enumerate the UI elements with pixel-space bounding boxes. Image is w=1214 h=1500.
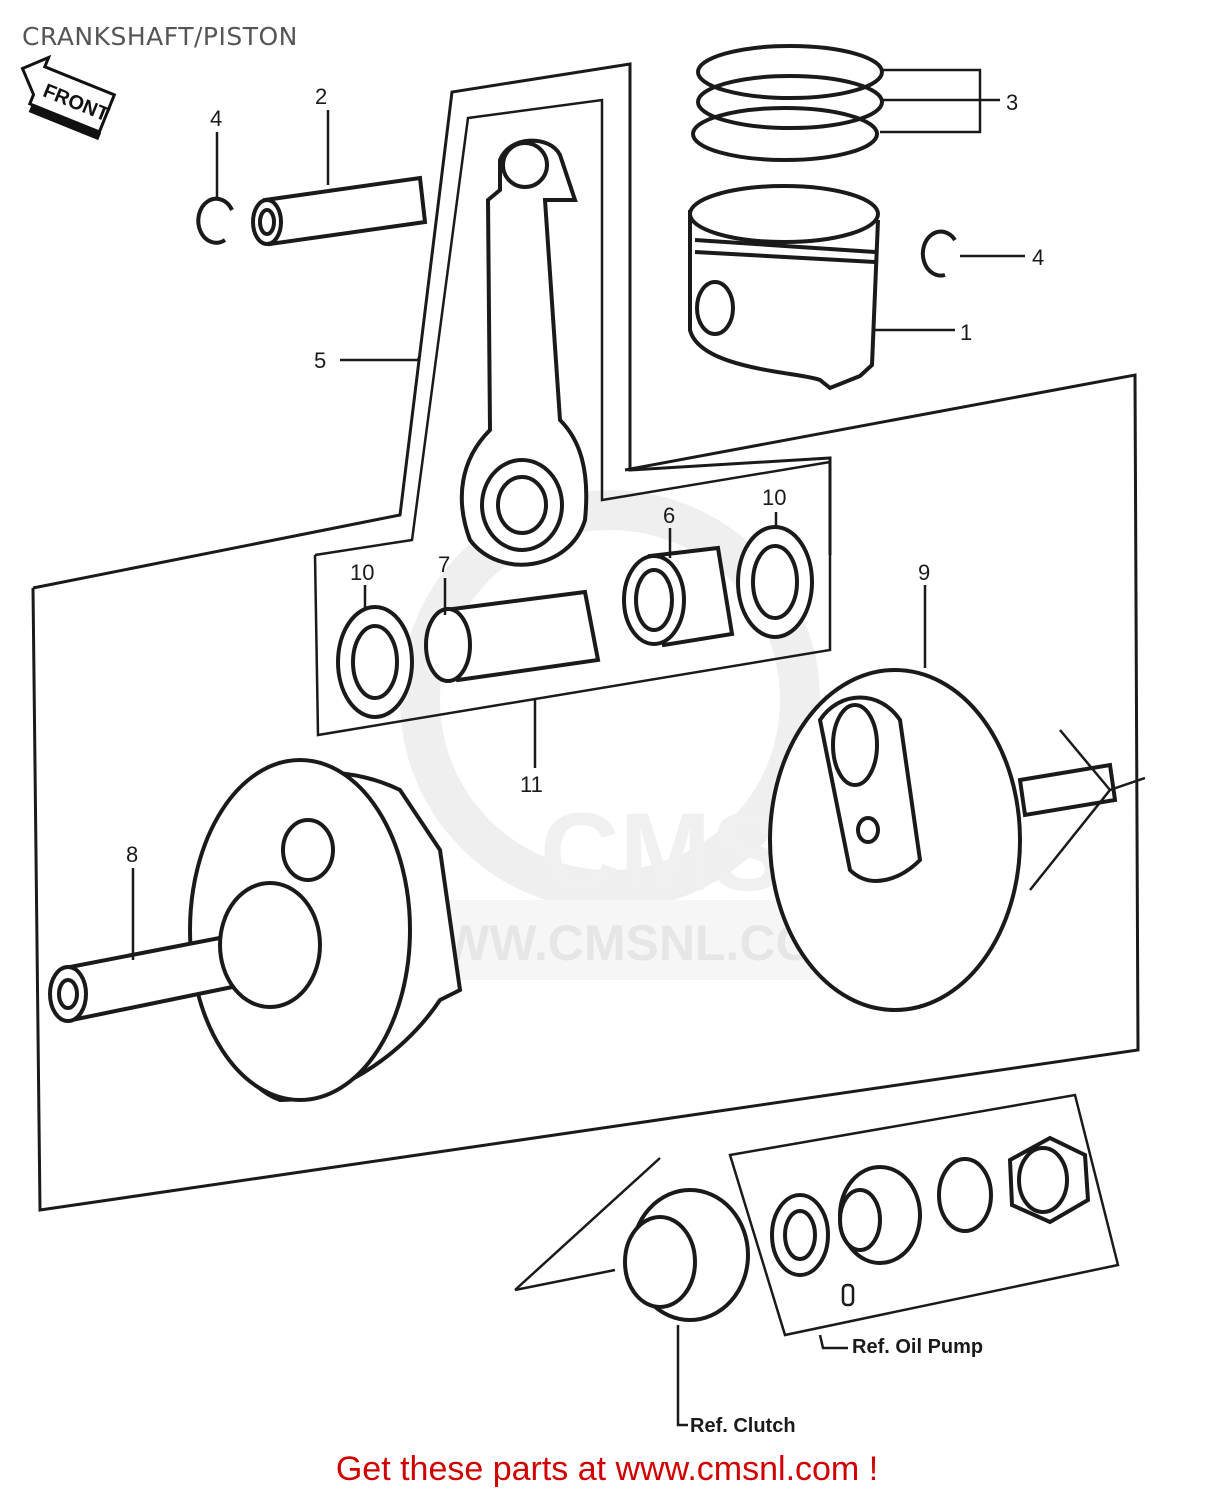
clutch-gear: [623, 1188, 750, 1322]
watermark-logo: CMS: [540, 791, 784, 914]
key: [841, 1283, 855, 1307]
circlip-left: [196, 196, 234, 245]
watermark-url: WWW.CMSNL.COM: [395, 915, 856, 971]
leader-lines: [131, 68, 1146, 1427]
circlip-right: [920, 229, 957, 278]
callout-9: 9: [918, 560, 930, 585]
callout-4-right: 4: [1032, 245, 1044, 270]
parts-diagram: CMS WWW.CMSNL.COM FRONT: [20, 44, 1146, 1437]
oil-pump-washer: [770, 1193, 830, 1277]
needle-bearing: [622, 545, 735, 648]
oil-pump-gear: [838, 1165, 922, 1265]
piston-pin: [251, 175, 428, 247]
callout-4-left: 4: [210, 106, 222, 131]
callout-5: 5: [314, 348, 326, 373]
ref-oil-pump-label: Ref. Oil Pump: [852, 1336, 983, 1358]
connecting-rod: [459, 138, 589, 567]
subassembly-outline: [313, 98, 832, 737]
crankshaft-right: [768, 668, 1118, 1012]
thrust-washer-left: [336, 605, 414, 719]
callout-10-left: 10: [350, 560, 374, 585]
callout-2: 2: [315, 84, 327, 109]
piston: [688, 184, 880, 391]
callout-8: 8: [126, 842, 138, 867]
callout-11: 11: [520, 772, 543, 797]
callout-6: 6: [663, 503, 675, 528]
front-arrow: FRONT: [20, 54, 117, 141]
assembly-outline: [31, 62, 1140, 1212]
oil-pump-circlip: [937, 1157, 993, 1233]
piston-rings: [691, 44, 884, 162]
thrust-washer-right: [736, 525, 814, 639]
oil-pump-outline: [728, 1093, 1120, 1337]
ref-clutch-label: Ref. Clutch: [690, 1415, 796, 1437]
callout-1: 1: [960, 320, 972, 345]
oil-pump-nut: [1007, 1135, 1091, 1225]
watermark: CMS WWW.CMSNL.COM: [380, 490, 856, 980]
callout-7: 7: [438, 552, 450, 577]
callout-3: 3: [1006, 90, 1018, 115]
footer-cta[interactable]: Get these parts at www.cmsnl.com !: [335, 1450, 879, 1488]
crankpin: [424, 589, 601, 683]
page-title: CRANKSHAFT/PISTON: [22, 22, 298, 51]
crankshaft-left: [48, 758, 463, 1103]
callout-10-right: 10: [762, 485, 786, 510]
